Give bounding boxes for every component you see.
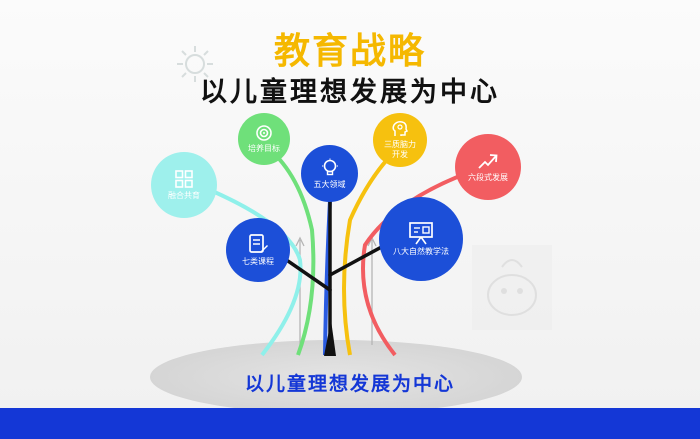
node-areas: 五大领域 (301, 145, 358, 202)
node-brain: 三质脑力 开发 (373, 113, 427, 167)
bottom-bar (0, 408, 700, 439)
node-teaching: 八大自然教学法 (379, 197, 463, 281)
mascot-watermark-icon (472, 245, 552, 330)
page-subtitle: 以儿童理想发展为中心 (200, 77, 500, 108)
document-icon (249, 234, 268, 253)
base-caption: 以儿童理想发展为中心 (244, 373, 455, 395)
node-teaching-label: 八大自然教学法 (393, 247, 449, 256)
node-career-label: 融合共育 (168, 191, 200, 200)
node-courses-label: 七类课程 (242, 257, 274, 266)
trend-arrow-icon (478, 154, 498, 169)
node-stages: 六段式发展 (455, 134, 521, 200)
tree-base-ellipse (150, 340, 522, 414)
sun-watermark-icon (177, 46, 213, 82)
node-career: 融合共育 (151, 152, 217, 218)
grid-icon (175, 170, 193, 188)
brain-icon (392, 121, 409, 136)
page-title: 教育战略 (273, 31, 426, 72)
node-courses: 七类课程 (226, 218, 290, 282)
node-stages-label: 六段式发展 (468, 173, 508, 182)
lightbulb-icon (321, 158, 338, 175)
node-areas-label: 五大领域 (313, 179, 346, 189)
node-goal-label: 培养目标 (248, 144, 280, 153)
target-icon (256, 125, 272, 141)
node-goal: 培养目标 (238, 113, 290, 165)
node-brain-label: 三质脑力 开发 (384, 140, 416, 159)
presentation-icon (409, 222, 433, 245)
